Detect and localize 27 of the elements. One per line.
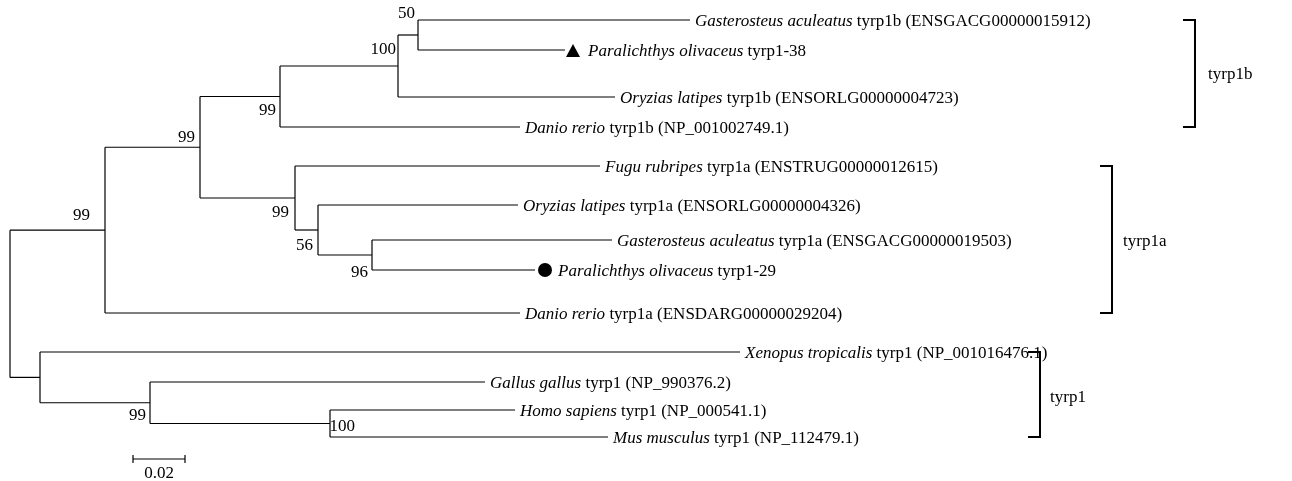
bootstrap-value: 56 bbox=[296, 235, 313, 253]
bootstrap-value: 99 bbox=[73, 205, 90, 223]
leaf-label: Danio rerio tyrp1b (NP_001002749.1) bbox=[525, 118, 789, 136]
leaf-label: Mus musculus tyrp1 (NP_112479.1) bbox=[613, 428, 859, 446]
bootstrap-value: 99 bbox=[272, 202, 289, 220]
leaf-label: Gallus gallus tyrp1 (NP_990376.2) bbox=[490, 373, 731, 391]
clade-label: tyrp1a bbox=[1123, 231, 1167, 249]
bootstrap-value: 99 bbox=[129, 405, 146, 423]
bootstrap-value: 99 bbox=[259, 100, 276, 118]
leaf-label: Danio rerio tyrp1a (ENSDARG00000029204) bbox=[525, 304, 843, 322]
leaf-label: Gasterosteus aculeatus tyrp1b (ENSGACG00000015912) bbox=[695, 11, 1091, 29]
bootstrap-value: 100 bbox=[329, 416, 355, 434]
leaf-label: Gasterosteus aculeatus tyrp1a (ENSGACG00000019503) bbox=[617, 231, 1012, 249]
leaf-label: Paralichthys olivaceus tyrp1-38 bbox=[588, 41, 807, 59]
leaf-label: Xenopus tropicalis tyrp1 (NP_001016476.1) bbox=[745, 343, 1048, 361]
bootstrap-value: 100 bbox=[370, 39, 396, 57]
bootstrap-value: 99 bbox=[178, 127, 195, 145]
bootstrap-value: 50 bbox=[398, 3, 415, 21]
scale-label: 0.02 bbox=[144, 463, 174, 481]
leaf-label: Homo sapiens tyrp1 (NP_000541.1) bbox=[520, 401, 767, 419]
clade-label: tyrp1b bbox=[1208, 64, 1253, 82]
bootstrap-value: 96 bbox=[351, 262, 368, 280]
leaf-label: Oryzias latipes tyrp1b (ENSORLG00000004723) bbox=[620, 88, 959, 106]
leaf-label: Paralichthys olivaceus tyrp1-29 bbox=[558, 261, 777, 279]
clade-label: tyrp1 bbox=[1050, 387, 1086, 405]
leaf-label: Oryzias latipes tyrp1a (ENSORLG00000004326) bbox=[523, 196, 861, 214]
leaf-label: Fugu rubripes tyrp1a (ENSTRUG00000012615) bbox=[605, 157, 938, 175]
